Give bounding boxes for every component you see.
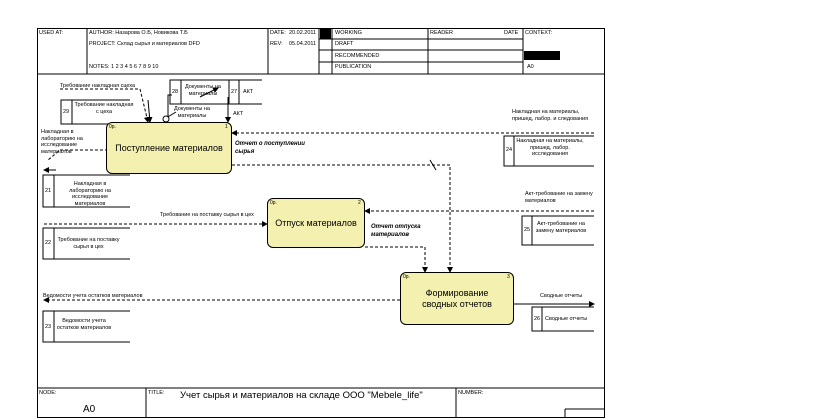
flow-otchet-otp: Отчет отпуска материалов	[371, 224, 421, 238]
store-27-num: 27	[231, 89, 238, 95]
store-26-label: Сводные отчеты	[545, 316, 588, 322]
notes-text: NOTES: 1 2 3 4 5 6 7 8 9 10	[89, 64, 159, 70]
process-formirovanie[interactable]: Формирование сводных отчетов	[400, 272, 514, 325]
store-23-label: Ведомости учета остатков материалов	[56, 318, 112, 331]
store-25-num: 25	[524, 227, 531, 233]
flow-akt-treb: Акт-требование на замену материалов	[525, 191, 593, 204]
context-node: A0	[527, 64, 534, 70]
diagram-frame	[37, 28, 605, 418]
store-28-label: Документы на материалы	[185, 84, 221, 97]
reader-date-label: DATE	[504, 30, 519, 36]
store-27-label: АКТ	[243, 89, 254, 95]
number-label: NUMBER:	[458, 390, 484, 396]
process-otpusk-label: Отпуск материалов	[275, 217, 357, 228]
process-3-idx: 3	[507, 274, 510, 280]
process-1-idx: 1	[225, 124, 228, 130]
author-text: AUTHOR: Назарова О.Б, Новикова Т.Б	[89, 30, 188, 36]
store-24-num: 24	[506, 147, 513, 153]
date-value: 20.02.2011	[289, 30, 317, 36]
status-recommended: RECOMMENDED	[335, 53, 380, 59]
node-label: NODE:	[39, 390, 57, 396]
status-draft: DRAFT	[335, 41, 354, 47]
store-28-num: 28	[172, 89, 179, 95]
store-25-label: Акт-требование на замену материалов	[535, 221, 587, 234]
flow-otchet-post: Отчет о поступлении сырья	[235, 141, 305, 155]
process-formirovanie-label: Формирование сводных отчетов	[422, 287, 492, 309]
flow-nakl-lab: Накладная в лабораторию на исследование …	[41, 129, 83, 155]
flow-vedom: Ведомости учета остатков материалов	[43, 293, 143, 299]
status-publication: PUBLICATION	[335, 64, 372, 70]
process-postuplenie-label: Поступление материалов	[115, 142, 223, 153]
process-3-num: 0р.	[403, 274, 410, 280]
process-otpusk[interactable]: Отпуск материалов	[267, 198, 365, 248]
diagram-title: Учет сырья и материалов на складе ООО "M…	[180, 390, 423, 401]
store-21-num: 21	[45, 188, 52, 194]
process-2-num: 0р.	[270, 200, 277, 206]
process-1-num: 0р.	[109, 124, 116, 130]
flow-doc-mat: Документы на материалы	[174, 106, 210, 119]
flow-akt: АКТ	[233, 111, 244, 117]
date-label: DATE:	[270, 30, 286, 36]
store-29-num: 29	[63, 109, 70, 115]
process-postuplenie[interactable]: Поступление материалов	[106, 122, 232, 174]
status-working: WORKING	[335, 30, 362, 36]
reader-label: READER	[430, 30, 453, 36]
title-label: TITLE:	[148, 390, 165, 396]
flow-nakl-mat: Накладная на материалы, пришед, лабор. и…	[512, 109, 589, 122]
flow-svod: Сводные отчеты	[540, 293, 583, 299]
store-22-label: Требование на поставку сырья в цех	[57, 237, 120, 250]
store-24-label: Накладная на материалы, пришед, лабор. и…	[516, 138, 584, 157]
used-at-label: USED AT:	[39, 30, 64, 36]
flow-treb-post: Требование на поставку сырья в цех	[160, 212, 254, 218]
rev-value: 05.04.2011	[289, 41, 317, 47]
node-value: A0	[83, 404, 96, 415]
process-2-idx: 2	[358, 200, 361, 206]
store-29-label: Требование накладная с цеха	[74, 102, 134, 115]
project-text: PROJECT: Склад сырья и материалов DFD	[89, 41, 200, 47]
store-26-num: 26	[534, 316, 541, 322]
context-label: CONTEXT:	[525, 30, 553, 36]
store-23-num: 23	[45, 324, 52, 330]
rev-label: REV:	[270, 41, 283, 47]
store-22-num: 22	[45, 240, 52, 246]
flow-treb-nakl: Требование накладная сцеха	[60, 83, 136, 89]
store-21-label: Накладная в лабораторию на исследование …	[69, 181, 111, 207]
